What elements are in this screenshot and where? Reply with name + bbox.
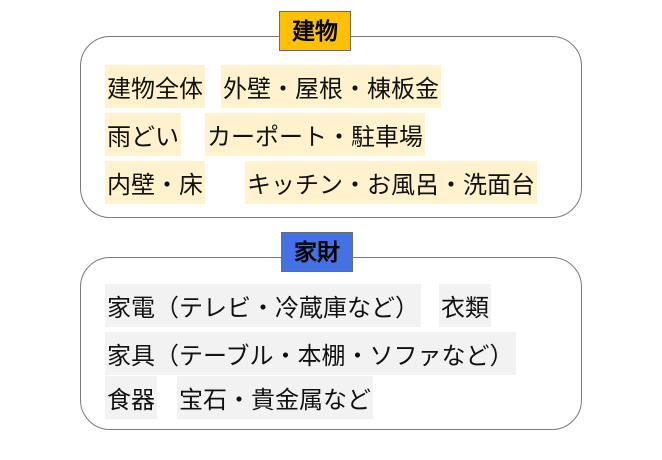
- household-goods-title-badge: 家財: [281, 232, 353, 272]
- building-item: 建物全体: [105, 65, 205, 108]
- building-item: 外壁・屋根・棟板金: [221, 65, 441, 108]
- goods-row-1: 家電（テレビ・冷蔵庫など） 衣類: [105, 284, 491, 327]
- building-row-3: 内壁・床キッチン・お風呂・洗面台: [105, 161, 537, 204]
- goods-row-2: 家具（テーブル・本棚・ソファなど）: [105, 332, 516, 375]
- goods-item: 家具（テーブル・本棚・ソファなど）: [105, 332, 516, 375]
- building-item: キッチン・お風呂・洗面台: [245, 161, 537, 204]
- goods-item: 食器: [105, 376, 157, 419]
- goods-item: 家電（テレビ・冷蔵庫など）: [105, 284, 421, 327]
- building-row-1: 建物全体外壁・屋根・棟板金: [105, 65, 441, 108]
- building-item: 内壁・床: [105, 161, 205, 204]
- building-panel: 建物全体外壁・屋根・棟板金 雨どいカーポート・駐車場 内壁・床キッチン・お風呂・…: [80, 36, 582, 218]
- household-goods-panel: 家電（テレビ・冷蔵庫など） 衣類 家具（テーブル・本棚・ソファなど） 食器宝石・貴…: [80, 257, 582, 430]
- goods-item: 宝石・貴金属など: [177, 376, 373, 419]
- goods-item: 衣類: [439, 284, 491, 327]
- goods-row-3: 食器宝石・貴金属など: [105, 376, 373, 419]
- building-row-2: 雨どいカーポート・駐車場: [105, 113, 425, 156]
- building-title-badge: 建物: [279, 11, 351, 51]
- building-item: 雨どい: [105, 113, 181, 156]
- building-item: カーポート・駐車場: [205, 113, 425, 156]
